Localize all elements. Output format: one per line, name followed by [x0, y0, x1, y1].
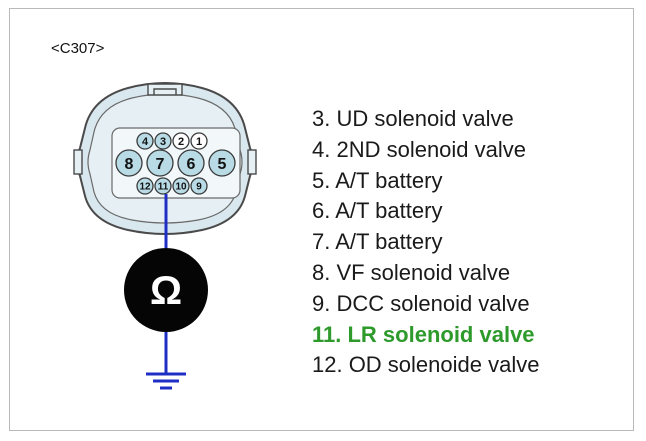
pin-8 [115, 149, 143, 177]
pin-number-1: 1 [196, 136, 202, 148]
pin-number-9: 9 [196, 182, 202, 193]
pin-3 [154, 132, 172, 150]
pin-7 [146, 149, 174, 177]
pin-4 [136, 132, 154, 150]
pin-5 [208, 149, 236, 177]
pin-number-6: 6 [187, 156, 196, 173]
connector-label: <C307> [51, 40, 105, 57]
pin-number-10: 10 [175, 182, 187, 193]
pin-description-item: 12. OD solenoide valve [312, 352, 540, 378]
pin-description-item: 8. VF solenoid valve [312, 259, 511, 285]
ohmmeter-circle [124, 248, 208, 332]
ground-icon [146, 372, 186, 390]
pin-description-item: 5. A/T battery [312, 167, 443, 193]
pin-description-item: 9. DCC solenoid valve [312, 290, 530, 316]
pin-number-3: 3 [160, 136, 166, 148]
pin-number-8: 8 [125, 156, 134, 173]
pin-1 [190, 132, 208, 150]
connector-latch [147, 83, 183, 96]
pin-description-list: 3. UD solenoid valve 4. 2ND solenoid valv… [312, 104, 539, 381]
pin-6 [177, 149, 205, 177]
connector-tab-left [73, 149, 83, 175]
pin-number-4: 4 [142, 136, 149, 148]
pin-description-item: 4. 2ND solenoid valve [312, 136, 527, 162]
pin-number-5: 5 [218, 156, 227, 173]
pin-10 [172, 177, 190, 195]
pin-11 [154, 177, 172, 195]
pin-description-item: 11. LR solenoid valve [312, 321, 535, 347]
pin-description-item: 3. UD solenoid valve [312, 106, 514, 131]
pin-description-item: 6. A/T battery [312, 198, 443, 224]
pin-2 [172, 132, 190, 150]
pin-12 [136, 177, 154, 195]
pin-number-2: 2 [178, 136, 184, 148]
pin-description-item: 7. A/T battery [312, 229, 443, 255]
ohm-icon: Ω [150, 269, 182, 313]
pin-number-12: 12 [139, 182, 151, 193]
pin-number-7: 7 [156, 156, 165, 173]
pin-9 [190, 177, 208, 195]
connector-tab-right [247, 149, 257, 175]
pin-number-11: 11 [158, 182, 169, 193]
